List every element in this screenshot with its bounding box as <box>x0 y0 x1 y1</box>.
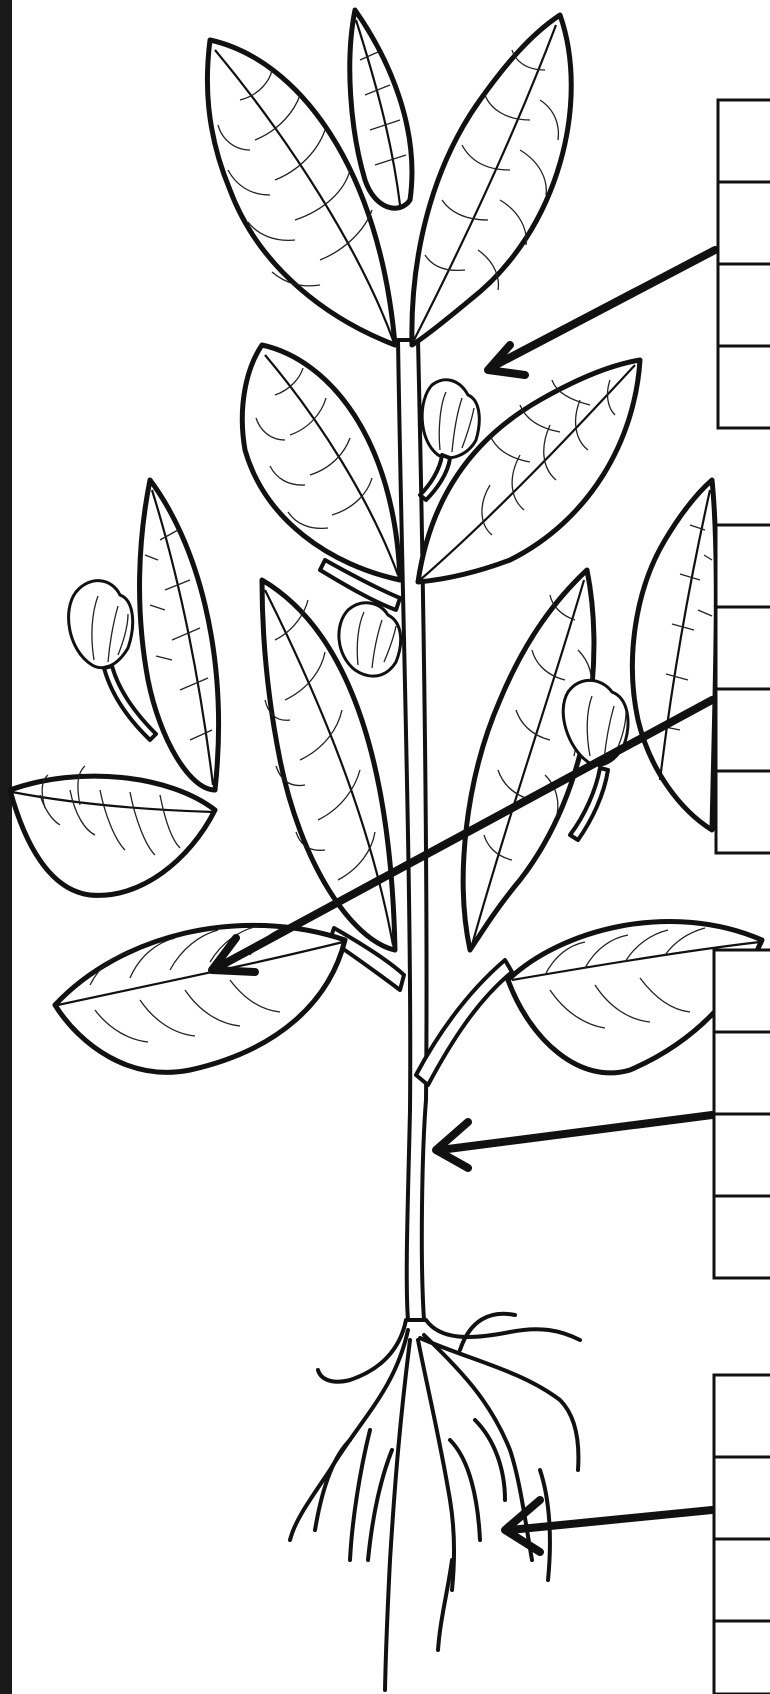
arrow-to-flower <box>488 250 715 375</box>
flower-center <box>339 603 401 676</box>
label-box-leaf-cell-3[interactable] <box>716 689 770 771</box>
label-box-stem-cell-3[interactable] <box>714 1114 770 1196</box>
label-box-stem-cell-1[interactable] <box>714 950 770 1032</box>
label-box-roots-cell-4[interactable] <box>714 1621 770 1694</box>
label-box-flower[interactable] <box>718 100 770 428</box>
label-box-leaf-cell-2[interactable] <box>716 607 770 689</box>
main-stem <box>398 340 427 1320</box>
label-box-stem-cell-4[interactable] <box>714 1196 770 1278</box>
label-box-flower-cell-2[interactable] <box>718 182 770 264</box>
label-box-leaf-cell-4[interactable] <box>716 771 770 853</box>
label-box-roots[interactable] <box>714 1375 770 1694</box>
label-box-flower-cell-3[interactable] <box>718 264 770 346</box>
label-box-leaf-cell-1[interactable] <box>716 525 770 607</box>
leaf-left-small <box>140 480 219 790</box>
leaf-lower-left <box>55 924 345 1072</box>
label-box-roots-cell-3[interactable] <box>714 1539 770 1621</box>
leaf-top-right <box>412 15 571 345</box>
branch-right-lower <box>416 960 512 1085</box>
leaf-top-center <box>350 10 412 208</box>
label-box-stem[interactable] <box>714 950 770 1278</box>
leaf-far-left <box>10 766 215 895</box>
arrow-to-roots <box>505 1500 712 1552</box>
label-box-roots-cell-2[interactable] <box>714 1457 770 1539</box>
label-box-flower-cell-4[interactable] <box>718 346 770 428</box>
leaf-center-right <box>463 570 594 950</box>
leaf-mid-left <box>242 345 400 580</box>
arrow-to-stem <box>436 1115 712 1168</box>
label-box-flower-cell-1[interactable] <box>718 100 770 182</box>
leaf-right-edge <box>632 480 716 830</box>
label-box-stem-cell-2[interactable] <box>714 1032 770 1114</box>
label-box-leaf[interactable] <box>716 525 770 853</box>
page-edge <box>0 0 12 1694</box>
label-box-roots-cell-1[interactable] <box>714 1375 770 1457</box>
